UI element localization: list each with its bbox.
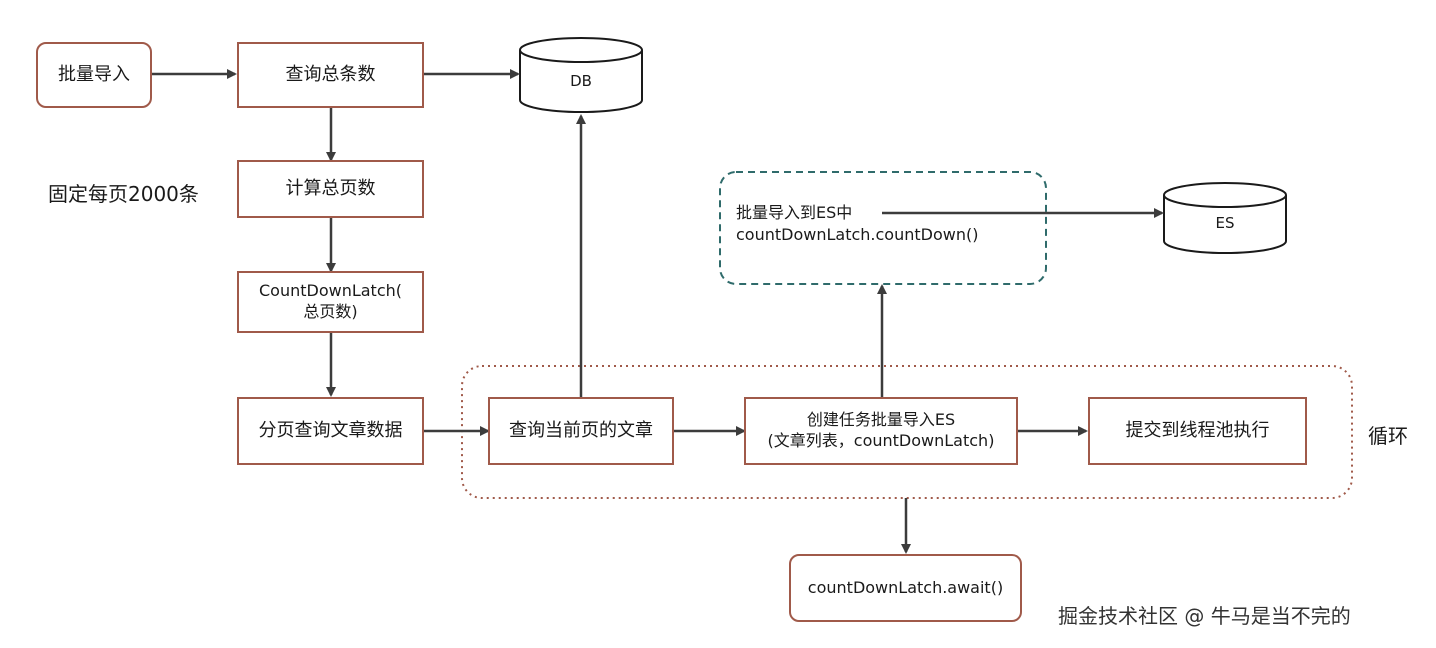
query-current-box: 查询当前页的文章 [488,397,674,465]
es-label: ES [1215,214,1235,232]
batch-import-label: 批量导入 [58,64,130,86]
calc-pages-label: 计算总页数 [285,178,376,200]
loop-label: 循环 [1368,424,1408,448]
calc-pages-box: 计算总页数 [237,160,424,218]
latch-init-label-line1: CountDownLatch( [258,281,403,301]
query-current-label: 查询当前页的文章 [509,420,653,442]
latch-init-label-line2: 总页数) [303,302,358,321]
submit-pool-label: 提交到线程池执行 [1125,420,1270,442]
batch-import-box: 批量导入 [36,42,152,108]
create-task-label-line2: (文章列表，countDownLatch) [767,431,995,450]
await-label: countDownLatch.await() [807,577,1004,597]
await-box: countDownLatch.await() [789,554,1022,622]
paged-query-label: 分页查询文章数据 [258,420,403,442]
query-total-label: 查询总条数 [285,64,376,86]
es-import-line1: 批量导入到ES中 [736,203,853,222]
es-import-line2: countDownLatch.countDown() [736,224,979,244]
query-total-box: 查询总条数 [237,42,424,108]
watermark: 掘金技术社区 @ 牛马是当不完的 [1058,604,1351,628]
es-import-text: 批量导入到ES中 countDownLatch.countDown() [736,202,978,245]
db-label: DB [570,72,592,90]
db-cylinder [519,37,643,113]
create-task-label-line1: 创建任务批量导入ES [806,410,956,430]
page-size-note: 固定每页2000条 [48,182,199,206]
paged-query-box: 分页查询文章数据 [237,397,424,465]
latch-init-box: CountDownLatch( 总页数) [237,271,424,333]
create-task-box: 创建任务批量导入ES (文章列表，countDownLatch) [744,397,1018,465]
submit-pool-box: 提交到线程池执行 [1088,397,1307,465]
es-cylinder [1163,182,1287,254]
